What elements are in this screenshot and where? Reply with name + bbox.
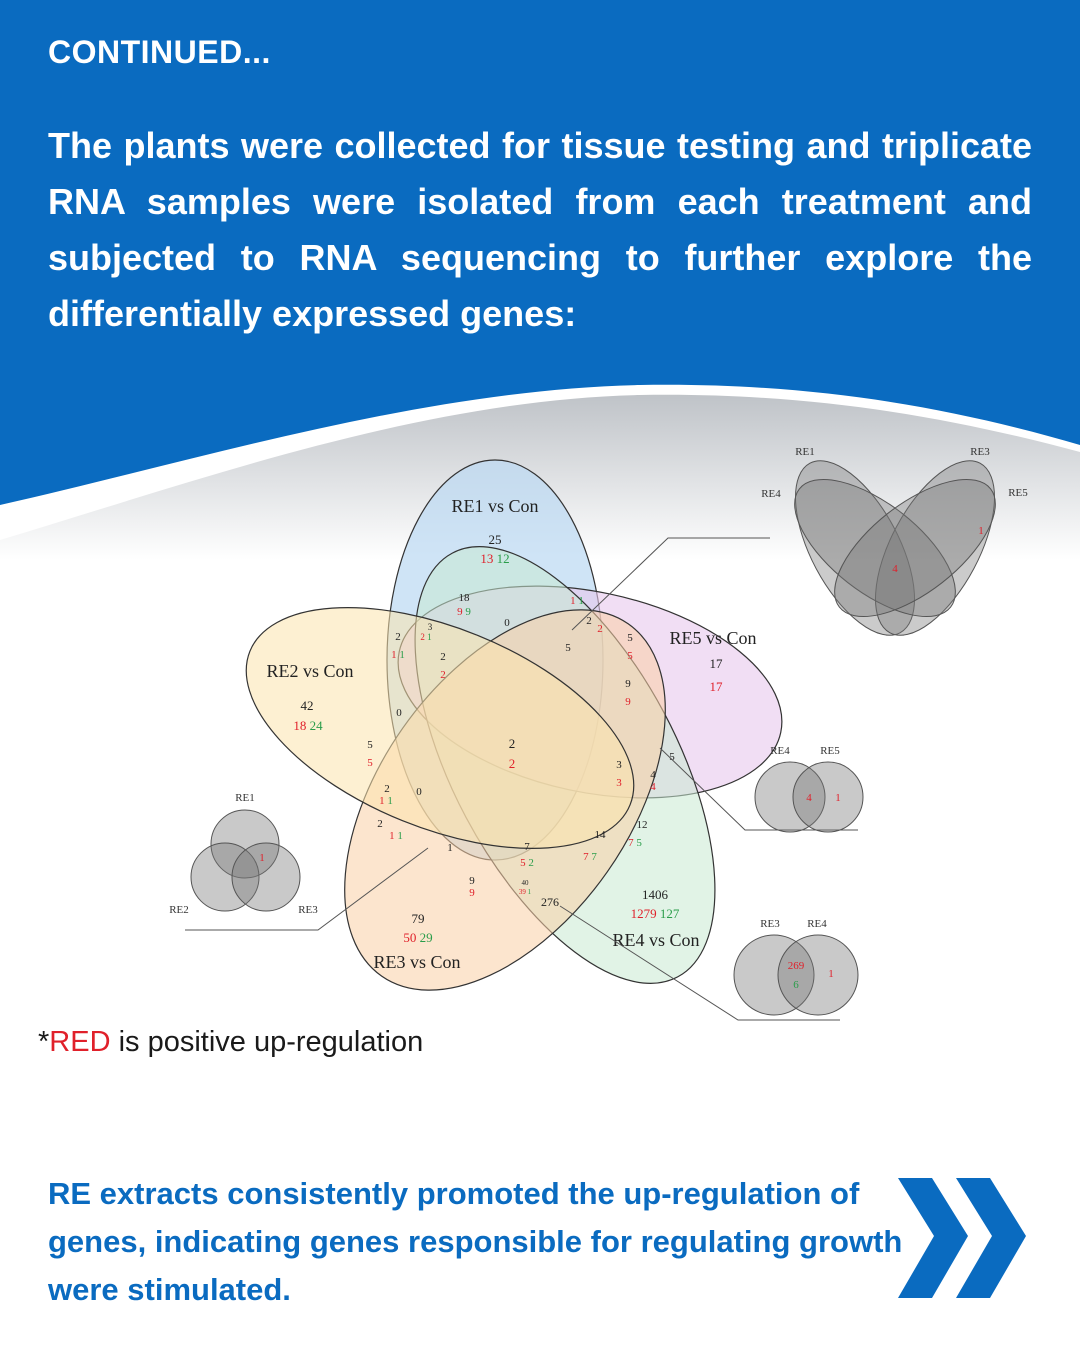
region-h-total: 2 <box>395 631 401 643</box>
region-v-split: 7 5 <box>628 837 642 849</box>
region-s: 1 <box>447 842 453 854</box>
re4-only-total: 1406 <box>642 887 669 902</box>
inset-bottom-value-down: 6 <box>793 979 799 991</box>
re5-only-up: 17 <box>710 679 724 694</box>
inset-re1-re2-re3: RE1 RE2 RE3 1 <box>169 792 318 916</box>
region-u-total: 14 <box>595 829 607 841</box>
region-j-up: 2 <box>440 669 446 681</box>
note-red-word: RED <box>49 1026 111 1058</box>
region-o: 5 <box>669 751 675 763</box>
region-h-split: 1 1 <box>391 649 405 661</box>
inset-four-label-re4: RE4 <box>761 488 781 500</box>
center-total: 2 <box>509 736 516 751</box>
region-l-up: 5 <box>367 757 373 769</box>
region-t-total: 7 <box>524 841 530 853</box>
region-n-total: 4 <box>650 769 656 781</box>
label-re4: RE4 vs Con <box>612 930 699 950</box>
region-j-total: 2 <box>440 651 446 663</box>
inset-four-label-re5: RE5 <box>1008 487 1028 499</box>
region-e: 5 <box>565 642 571 654</box>
inset-mid-value-a: 4 <box>806 792 812 804</box>
region-x-total: 40 <box>522 879 530 887</box>
region-p-total: 2 <box>384 783 390 795</box>
region-i-split: 2 1 <box>420 632 431 642</box>
region-u-split: 7 7 <box>583 851 597 863</box>
note-rest: is positive up-regulation <box>110 1026 424 1058</box>
region-f-up: 5 <box>627 650 633 662</box>
region-t-split: 5 2 <box>520 857 534 869</box>
region-f-total: 5 <box>627 632 633 644</box>
header-wave <box>0 0 1080 560</box>
inset-re4-re5: RE4 RE5 4 1 <box>754 745 864 833</box>
region-a-total: 18 <box>459 592 471 604</box>
region-n-up: 4 <box>650 781 656 793</box>
inset-bottom-value-up: 269 <box>788 960 805 972</box>
region-y: 276 <box>541 895 559 909</box>
inset-bottom-value-b: 1 <box>828 968 834 980</box>
note-star: * <box>38 1026 50 1058</box>
label-re1: RE1 vs Con <box>451 496 538 516</box>
intro-paragraph: The plants were collected for tissue tes… <box>48 125 1032 334</box>
leader-lines <box>185 537 858 1021</box>
region-g-total: 9 <box>625 678 631 690</box>
region-c-split: 1 1 <box>570 595 584 607</box>
inset-bottom-label-b: RE4 <box>807 918 827 930</box>
inset-four-set: RE1 RE3 RE4 RE5 1 4 <box>761 446 1028 636</box>
region-m-up: 3 <box>616 777 622 789</box>
inset-left-label-b: RE2 <box>169 904 189 916</box>
inset-bottom-label-a: RE3 <box>760 918 780 930</box>
region-i-total: 3 <box>428 622 433 632</box>
re1-only-split: 13 12 <box>480 551 509 566</box>
conclusion-text: RE extracts consistently promoted the up… <box>48 1176 903 1307</box>
region-d-total: 2 <box>586 615 592 627</box>
label-re5: RE5 vs Con <box>669 628 756 648</box>
continued-label: CONTINUED... <box>48 34 271 70</box>
label-re3: RE3 vs Con <box>373 952 460 972</box>
region-l-total: 5 <box>367 739 373 751</box>
set-re2-ellipse <box>245 607 635 849</box>
inset-four-label-re3: RE3 <box>970 446 990 458</box>
label-re2: RE2 vs Con <box>266 661 353 681</box>
region-m-total: 3 <box>616 759 622 771</box>
inset-four-label-re1: RE1 <box>795 446 815 458</box>
region-x-split: 39 1 <box>519 888 532 896</box>
region-v-total: 12 <box>637 819 648 831</box>
region-d-up: 2 <box>597 623 603 635</box>
inset-left-label-a: RE1 <box>235 792 255 804</box>
re5-only-total: 17 <box>710 656 724 671</box>
region-a-split: 9 9 <box>457 606 471 618</box>
header-banner: CONTINUED... The plants were collected f… <box>0 0 1080 560</box>
inset-mid-label-a: RE4 <box>770 745 790 757</box>
re2-only-split: 18 24 <box>293 718 323 733</box>
re1-only-total: 25 <box>489 532 502 547</box>
inset-left-label-c: RE3 <box>298 904 318 916</box>
legend-note: *RED is positive up-regulation <box>38 1026 423 1059</box>
re3-only-split: 50 29 <box>403 930 432 945</box>
re3-only-total: 79 <box>412 911 425 926</box>
region-q: 0 <box>416 786 422 798</box>
inset-left-value: 1 <box>259 852 265 864</box>
region-r-split: 1 1 <box>389 830 403 842</box>
region-r-total: 2 <box>377 818 383 830</box>
re2-only-total: 42 <box>301 698 314 713</box>
next-chevron-icon[interactable] <box>892 1170 1032 1310</box>
inset-mid-label-b: RE5 <box>820 745 840 757</box>
region-w-up: 9 <box>469 887 475 899</box>
center-up: 2 <box>509 756 516 771</box>
inset-four-value-a: 1 <box>978 525 984 537</box>
re4-only-split: 1279 127 <box>631 906 680 921</box>
inset-mid-value-b: 1 <box>835 792 841 804</box>
inset-four-value-b: 4 <box>892 563 898 575</box>
inset-re3-re4: RE3 RE4 269 6 1 <box>733 918 859 1016</box>
region-w-total: 9 <box>469 875 475 887</box>
region-k: 0 <box>396 707 402 719</box>
region-g-up: 9 <box>625 696 631 708</box>
region-b: 0 <box>504 617 510 629</box>
region-p-split: 1 1 <box>379 795 393 807</box>
